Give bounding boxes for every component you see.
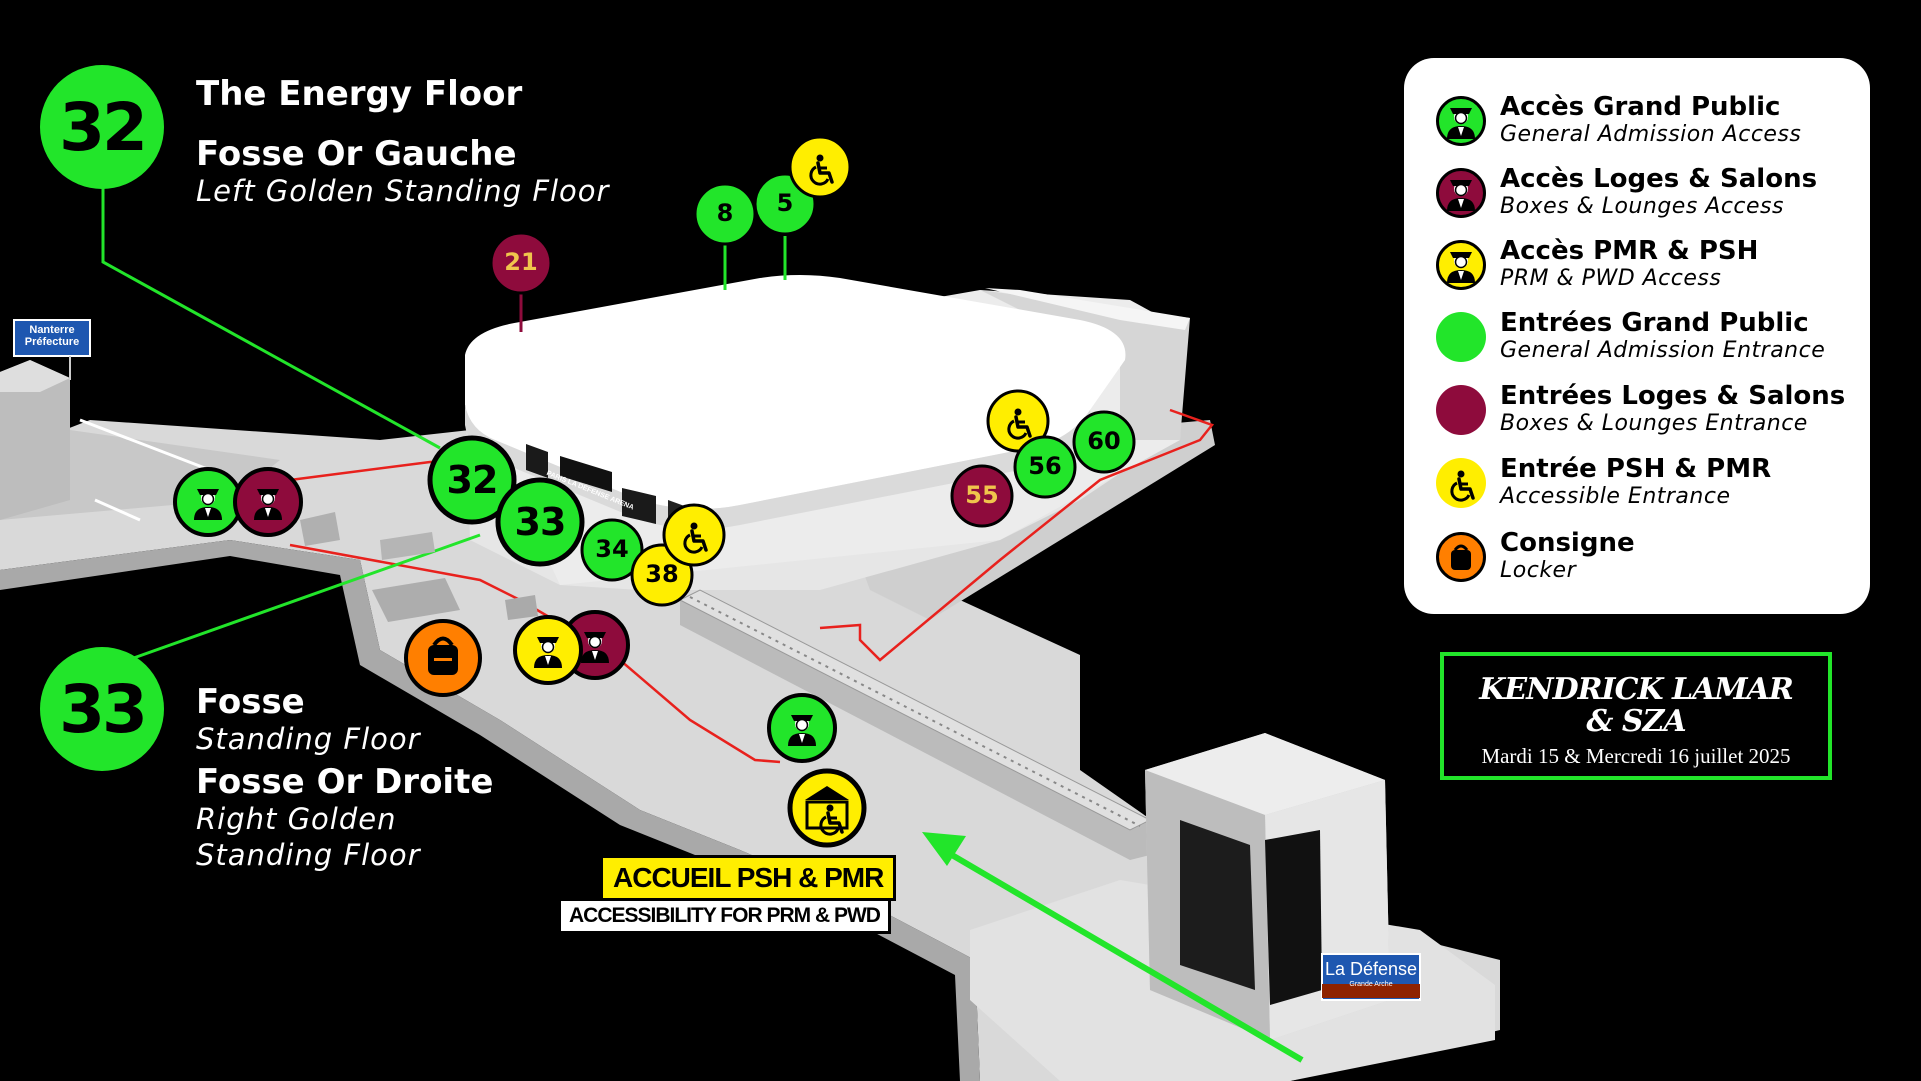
wheelchair-icon (1436, 458, 1486, 508)
green-leader-lines (101, 160, 787, 662)
zone-33-badge: 33 (40, 647, 164, 771)
zone-32-title: Fosse Or Gauche (196, 134, 517, 174)
accessibility-desk-sublabel: ACCESSIBILITY FOR PRM & PWD (558, 898, 891, 934)
legend-subtitle: General Admission Access (1500, 122, 1802, 147)
guard-icon (1436, 96, 1486, 146)
wheelchair-marker-mid[interactable] (662, 503, 726, 567)
legend-title: Consigne (1500, 528, 1635, 558)
locker-marker[interactable] (404, 619, 482, 697)
marker-label-33: 33 (514, 500, 567, 544)
event-title-line2: & SZA (1586, 704, 1686, 739)
guard-icon (1436, 168, 1486, 218)
station-ladefense-label: La Défense Grande Arche (1322, 958, 1420, 990)
station-nanterre-label: Nanterre Préfecture (14, 324, 90, 348)
entrance-marker-33[interactable] (495, 477, 585, 567)
marker-label-60: 60 (1087, 427, 1121, 455)
zone-33-title1: Fosse (196, 682, 305, 722)
zone-32-subtitle: Left Golden Standing Floor (196, 174, 610, 208)
guard-general-bridge[interactable] (767, 693, 837, 763)
event-date: Mardi 15 & Mercredi 16 juillet 2025 (1481, 744, 1791, 768)
access-arrow (922, 832, 1304, 1063)
entrance-marker-56[interactable] (1013, 435, 1077, 499)
marker-label-38: 38 (645, 560, 679, 588)
marker-label-8: 8 (716, 199, 734, 227)
legend-subtitle: Accessible Entrance (1500, 484, 1731, 509)
marker-label-56: 56 (1028, 452, 1062, 480)
marker-label-32: 32 (446, 458, 499, 502)
legend-title: Accès PMR & PSH (1500, 236, 1759, 266)
station-ladefense-sub: Grande Arche (1349, 981, 1393, 988)
boxes-marker-21[interactable] (489, 231, 553, 295)
entrance-marker-8[interactable] (693, 182, 757, 246)
station-nanterre-line1: Nanterre (29, 324, 75, 336)
station-nanterre (13, 319, 91, 380)
zone-32-title-top: The Energy Floor (196, 74, 523, 114)
backpack-icon (1436, 532, 1486, 582)
zone-33-subtitle2-line1: Right Golden (196, 802, 397, 836)
zone-33-subtitle2-line2: Standing Floor (196, 838, 421, 872)
guard-accessible-mid[interactable] (513, 615, 583, 685)
accessibility-desk-label: ACCUEIL PSH & PMR (600, 855, 897, 901)
guard-general-left[interactable] (173, 467, 243, 537)
station-nanterre-line2: Préfecture (24, 336, 80, 348)
legend-subtitle: PRM & PWD Access (1500, 266, 1722, 291)
boxes-marker-55[interactable] (950, 464, 1014, 528)
dot-icon (1436, 385, 1486, 435)
station-ladefense-name: La Défense (1324, 959, 1418, 979)
legend-title: Entrée PSH & PMR (1500, 454, 1772, 484)
legend-title: Accès Loges & Salons (1500, 164, 1818, 194)
guard-boxes-left[interactable] (233, 467, 303, 537)
marker-label-55: 55 (965, 481, 999, 509)
zone-32-badge: 32 (40, 65, 164, 189)
legend-subtitle: General Admission Entrance (1500, 338, 1826, 363)
zone-33-subtitle1: Standing Floor (196, 722, 421, 756)
legend-title: Accès Grand Public (1500, 92, 1781, 122)
legend-subtitle: Boxes & Lounges Entrance (1500, 411, 1808, 436)
legend-panel: Accès Grand Public General Admission Acc… (1404, 58, 1870, 614)
plaza-obstacles (300, 512, 538, 622)
wheelchair-marker-top[interactable] (788, 135, 852, 199)
event-title: KENDRICK LAMAR & SZA (1444, 674, 1828, 738)
dot-icon (1436, 312, 1486, 362)
marker-label-5: 5 (776, 189, 794, 217)
legend-subtitle: Locker (1500, 558, 1577, 583)
marker-label-34: 34 (595, 535, 629, 563)
entrance-marker-60[interactable] (1072, 410, 1136, 474)
guard-icon (1436, 240, 1486, 290)
station-ladefense (1321, 953, 1421, 1001)
marker-label-21: 21 (504, 248, 538, 276)
legend-title: Entrées Loges & Salons (1500, 381, 1846, 411)
accessibility-desk-marker[interactable] (787, 768, 867, 848)
legend-subtitle: Boxes & Lounges Access (1500, 194, 1784, 219)
legend-title: Entrées Grand Public (1500, 308, 1809, 338)
event-box: KENDRICK LAMAR & SZA Mardi 15 & Mercredi… (1440, 652, 1832, 780)
zone-33-title2: Fosse Or Droite (196, 762, 494, 802)
entrance-marker-34[interactable] (580, 518, 644, 582)
left-building (0, 360, 70, 520)
entrance-marker-32[interactable] (427, 435, 517, 525)
event-title-line1: KENDRICK LAMAR (1479, 672, 1794, 707)
